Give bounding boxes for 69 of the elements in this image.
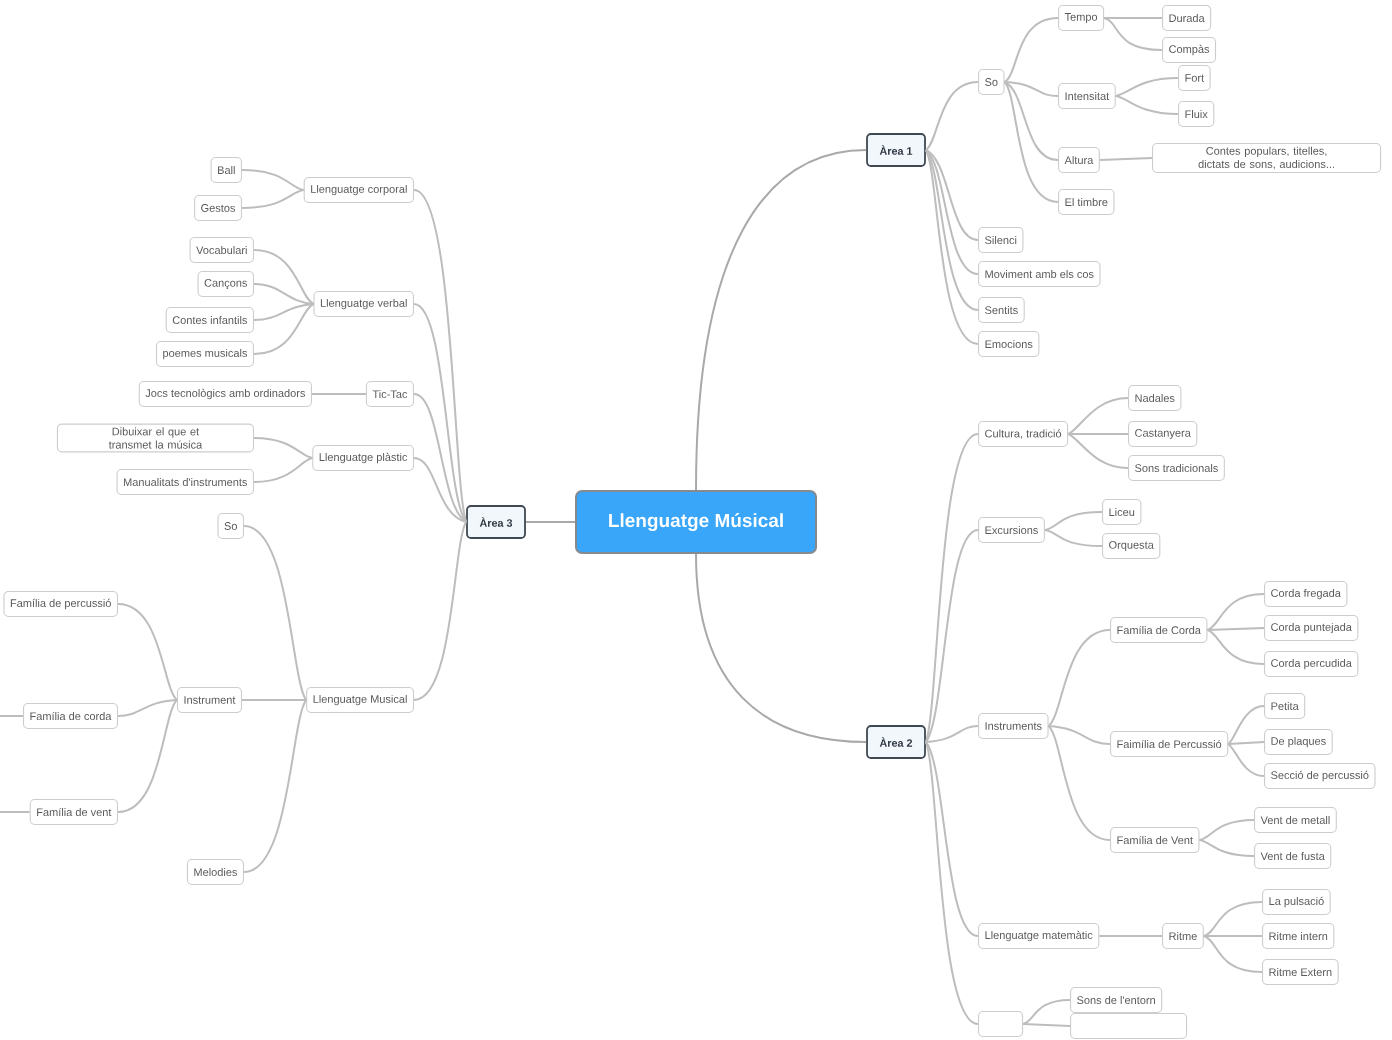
branch-line <box>1206 593 1265 631</box>
branch-line <box>1067 433 1129 469</box>
branch-line <box>924 81 979 151</box>
branch-line <box>1114 77 1179 97</box>
branch-line <box>253 249 315 305</box>
branch-line <box>413 393 468 523</box>
branch-line <box>1103 17 1163 51</box>
central-topic-box: Llenguatge Músical <box>575 490 817 554</box>
branch-line <box>1067 433 1129 435</box>
branch-line <box>1202 935 1263 973</box>
branch-line <box>1022 1023 1071 1027</box>
branch-line <box>253 283 315 305</box>
topic-box <box>1070 1012 1188 1040</box>
branch-line <box>1003 81 1059 161</box>
branch-line <box>253 303 315 355</box>
branch-line <box>413 521 468 701</box>
branch-line <box>0 715 24 717</box>
branch-line <box>1206 627 1265 631</box>
branch-line <box>1043 529 1103 547</box>
branch-line <box>924 741 979 1025</box>
branch-line <box>413 457 468 523</box>
branch-line <box>311 393 367 395</box>
branch-line <box>1067 397 1129 435</box>
branch-line <box>924 149 979 345</box>
branch-line <box>0 811 31 813</box>
branch-line <box>243 525 308 701</box>
branch-line <box>117 603 178 701</box>
branch-line <box>1022 999 1071 1025</box>
branch-line <box>1206 629 1265 665</box>
branch-line <box>1047 725 1111 745</box>
branch-line <box>1047 725 1111 841</box>
branch-line <box>1202 935 1263 937</box>
branch-line <box>117 699 178 813</box>
branch-line <box>1227 741 1265 745</box>
branch-line <box>253 437 314 459</box>
branch-line <box>1003 81 1059 203</box>
branch-line <box>413 189 468 523</box>
branch-line <box>924 741 979 937</box>
branch-line <box>243 699 308 873</box>
branch-line <box>1198 839 1255 857</box>
branch-line <box>1003 17 1059 83</box>
branch-line <box>1198 819 1255 841</box>
branch-line <box>695 149 868 491</box>
topic-box <box>978 1010 1024 1038</box>
branch-line <box>1003 81 1059 97</box>
branch-line <box>253 457 314 483</box>
branch-line <box>1047 629 1111 727</box>
branch-line <box>524 521 576 523</box>
branch-line <box>241 189 305 209</box>
branch-line <box>1103 17 1163 19</box>
branch-line <box>924 433 979 743</box>
branch-line <box>1098 157 1153 161</box>
branch-line <box>1098 935 1163 937</box>
branch-line <box>413 303 468 523</box>
branch-line <box>241 699 308 701</box>
branch-line <box>924 529 979 743</box>
branch-line <box>924 149 979 275</box>
branch-line <box>1227 705 1265 745</box>
branch-line <box>924 149 979 311</box>
branch-line <box>924 725 979 743</box>
branch-line <box>695 553 868 743</box>
branch-line <box>1227 743 1265 777</box>
branch-line <box>1043 511 1103 531</box>
branch-line <box>241 169 305 191</box>
branch-line <box>1114 95 1179 115</box>
branch-line <box>117 699 178 717</box>
branch-line <box>253 303 315 321</box>
branch-line <box>924 149 979 241</box>
branch-line <box>1202 901 1263 937</box>
